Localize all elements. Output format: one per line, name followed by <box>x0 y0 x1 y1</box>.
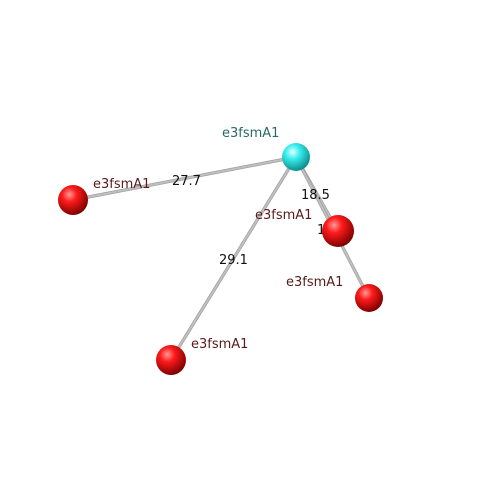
node-far_right <box>355 284 383 312</box>
edge-label-center-bottom: 29.1 <box>219 253 248 268</box>
node-center <box>282 143 310 171</box>
node-label-far_right: e3fsmA1 <box>286 275 343 290</box>
edge-label-center-far_right: 1 <box>317 223 325 238</box>
edge-label-center-left: 27.7 <box>172 174 201 189</box>
node-bottom <box>156 345 186 375</box>
edge-center-bottom <box>170 156 297 361</box>
node-label-center: e3fsmA1 <box>222 126 279 141</box>
node-label-left: e3fsmA1 <box>93 177 150 192</box>
node-mid_right <box>322 215 354 247</box>
edge-labels-layer: 27.7 18.5 1 29.1 <box>172 174 330 268</box>
nodes-layer <box>58 143 383 375</box>
node-label-bottom: e3fsmA1 <box>191 337 248 352</box>
node-left <box>58 185 88 215</box>
edge-center-left <box>72 156 297 201</box>
edge-label-center-mid_right: 18.5 <box>301 188 330 203</box>
node-label-mid_right: e3fsmA1 <box>255 208 312 223</box>
node-labels-layer: e3fsmA1 e3fsmA1 e3fsmA1 e3fsmA1 e3fsmA1 <box>93 126 343 352</box>
